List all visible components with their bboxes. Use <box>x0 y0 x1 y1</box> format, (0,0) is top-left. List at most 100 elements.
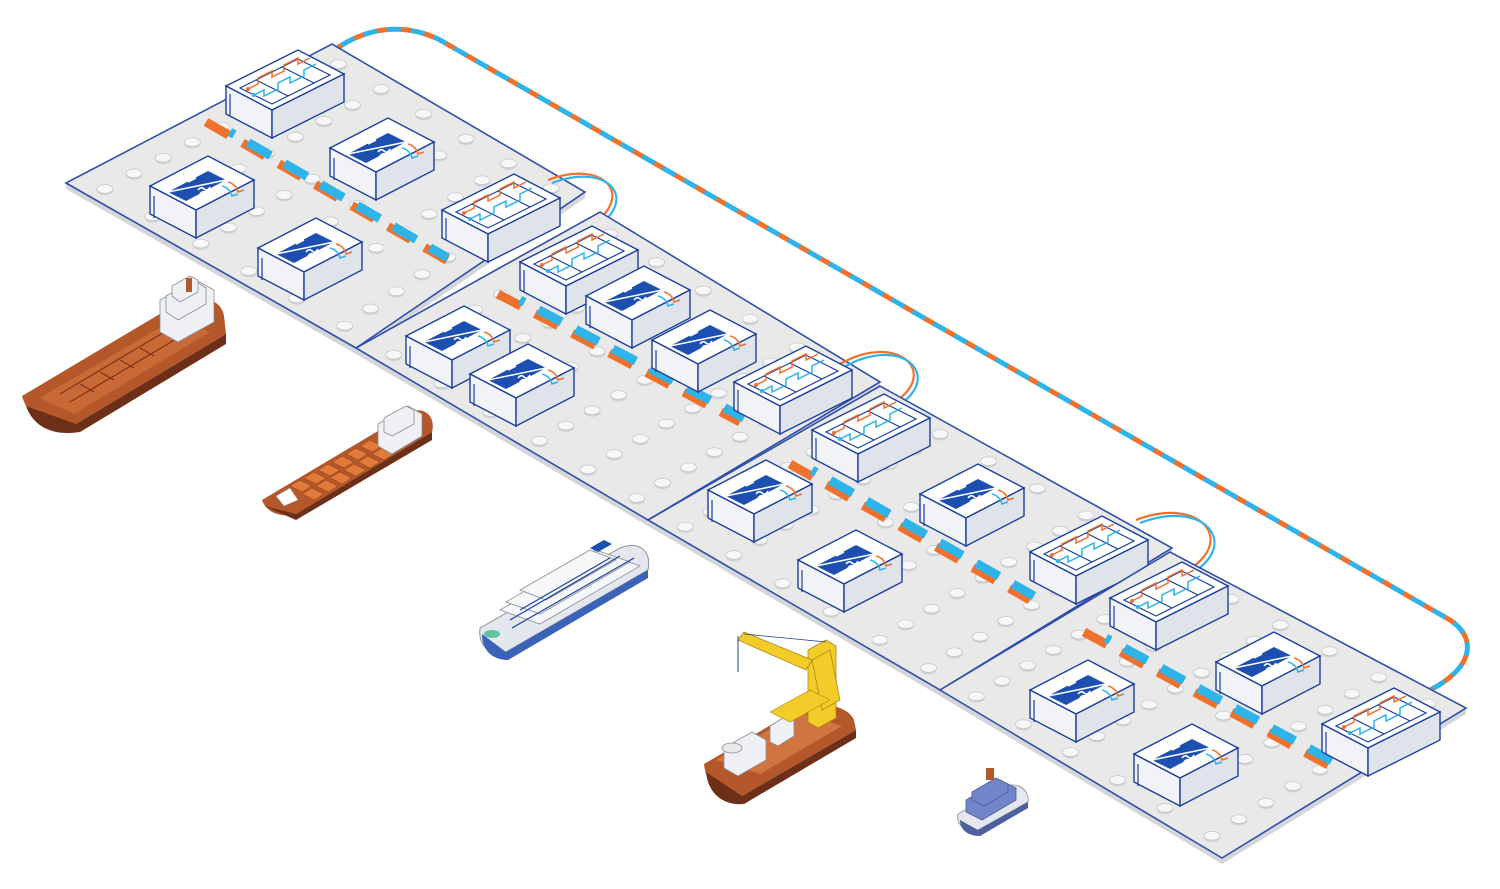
pier-deck-side <box>66 183 585 354</box>
bollard <box>192 238 210 251</box>
bollard <box>657 418 675 431</box>
bollard <box>679 462 697 475</box>
bollard <box>980 456 998 468</box>
bollard <box>315 115 333 128</box>
bollard <box>184 137 201 149</box>
bollard <box>710 388 728 400</box>
pier-1 <box>64 43 618 354</box>
bollard <box>372 84 390 96</box>
bollard <box>1370 672 1388 684</box>
pier-deck <box>646 385 1174 691</box>
busbar-blue <box>809 466 1037 600</box>
busbar-orange <box>787 460 1033 604</box>
bollard <box>579 464 597 477</box>
bollard <box>920 663 937 675</box>
bollard <box>897 619 915 631</box>
pier-2 <box>354 211 919 526</box>
bollard <box>731 431 749 444</box>
bollard <box>967 691 985 704</box>
bollard <box>741 313 759 326</box>
bollard <box>385 349 403 362</box>
bollard <box>367 242 385 255</box>
bollard <box>1140 699 1158 712</box>
pier-4 <box>938 551 1468 864</box>
bollard <box>420 209 438 221</box>
bollard <box>931 429 949 441</box>
bollard <box>240 266 258 278</box>
bollard <box>997 616 1015 628</box>
bollard <box>336 320 354 333</box>
bollard <box>413 269 431 281</box>
bollard <box>1271 620 1289 632</box>
bollard <box>648 257 666 269</box>
bollard <box>948 588 966 600</box>
bollard <box>500 158 517 171</box>
bollard <box>993 676 1011 688</box>
bollard <box>275 190 293 202</box>
bollard <box>1000 557 1018 569</box>
bollard <box>705 447 723 459</box>
bollard <box>531 435 548 448</box>
bollard <box>1193 667 1211 680</box>
bollard <box>1236 754 1254 766</box>
bollard <box>387 286 405 299</box>
bollard <box>1321 646 1338 658</box>
bollard <box>725 550 743 562</box>
busbar-blue <box>517 296 747 422</box>
main-interconnect-cable-orange <box>330 26 1470 693</box>
bollard <box>903 502 920 514</box>
cruise-ship-icon <box>479 540 650 660</box>
bollard <box>945 647 963 660</box>
pier-link-cable-orange <box>1135 511 1212 575</box>
pier-link-cable-blue <box>1139 514 1216 578</box>
bollard <box>344 100 361 112</box>
bollard <box>1316 705 1334 717</box>
pier-deck-side <box>940 690 1466 864</box>
bollard <box>628 493 646 505</box>
bollard <box>154 152 172 165</box>
bollard <box>1109 775 1127 787</box>
bollard <box>96 184 114 196</box>
bollard <box>1044 645 1062 657</box>
bollard <box>1062 747 1080 759</box>
bollard <box>684 403 701 416</box>
bollard <box>654 477 671 490</box>
bollard <box>676 521 694 534</box>
bollard <box>1215 710 1232 723</box>
bollard <box>1077 510 1095 523</box>
bollard <box>923 603 940 616</box>
ferry-icon <box>957 768 1029 836</box>
bollard <box>362 303 379 316</box>
bollard <box>1290 721 1307 733</box>
tanker-ship-icon <box>22 275 226 433</box>
bollard <box>1284 781 1302 793</box>
bollard <box>1019 660 1037 673</box>
bollard <box>1029 483 1046 496</box>
bollard <box>631 434 649 446</box>
bollard <box>1203 830 1221 843</box>
bollard <box>774 578 791 591</box>
bollard <box>1230 814 1248 826</box>
bollard <box>473 175 491 188</box>
bollard <box>514 333 532 345</box>
bollard <box>694 285 712 298</box>
bollard <box>415 108 432 121</box>
pier-deck <box>354 211 882 521</box>
bollard <box>605 449 623 461</box>
busbar-orange <box>495 290 743 426</box>
bollard <box>457 133 475 146</box>
bollard <box>583 405 601 418</box>
busbar-blue <box>227 128 451 262</box>
pier-3 <box>646 385 1216 696</box>
pier-link-cable-blue <box>843 353 919 410</box>
container-ship-icon <box>262 405 433 520</box>
bollard <box>610 390 627 402</box>
bollard <box>287 131 304 144</box>
bollard <box>1015 719 1032 731</box>
bollard <box>1257 797 1275 810</box>
busbar-blue <box>1103 634 1337 766</box>
pier-deck <box>938 551 1468 859</box>
bollard <box>125 168 143 181</box>
bollard <box>971 631 989 644</box>
